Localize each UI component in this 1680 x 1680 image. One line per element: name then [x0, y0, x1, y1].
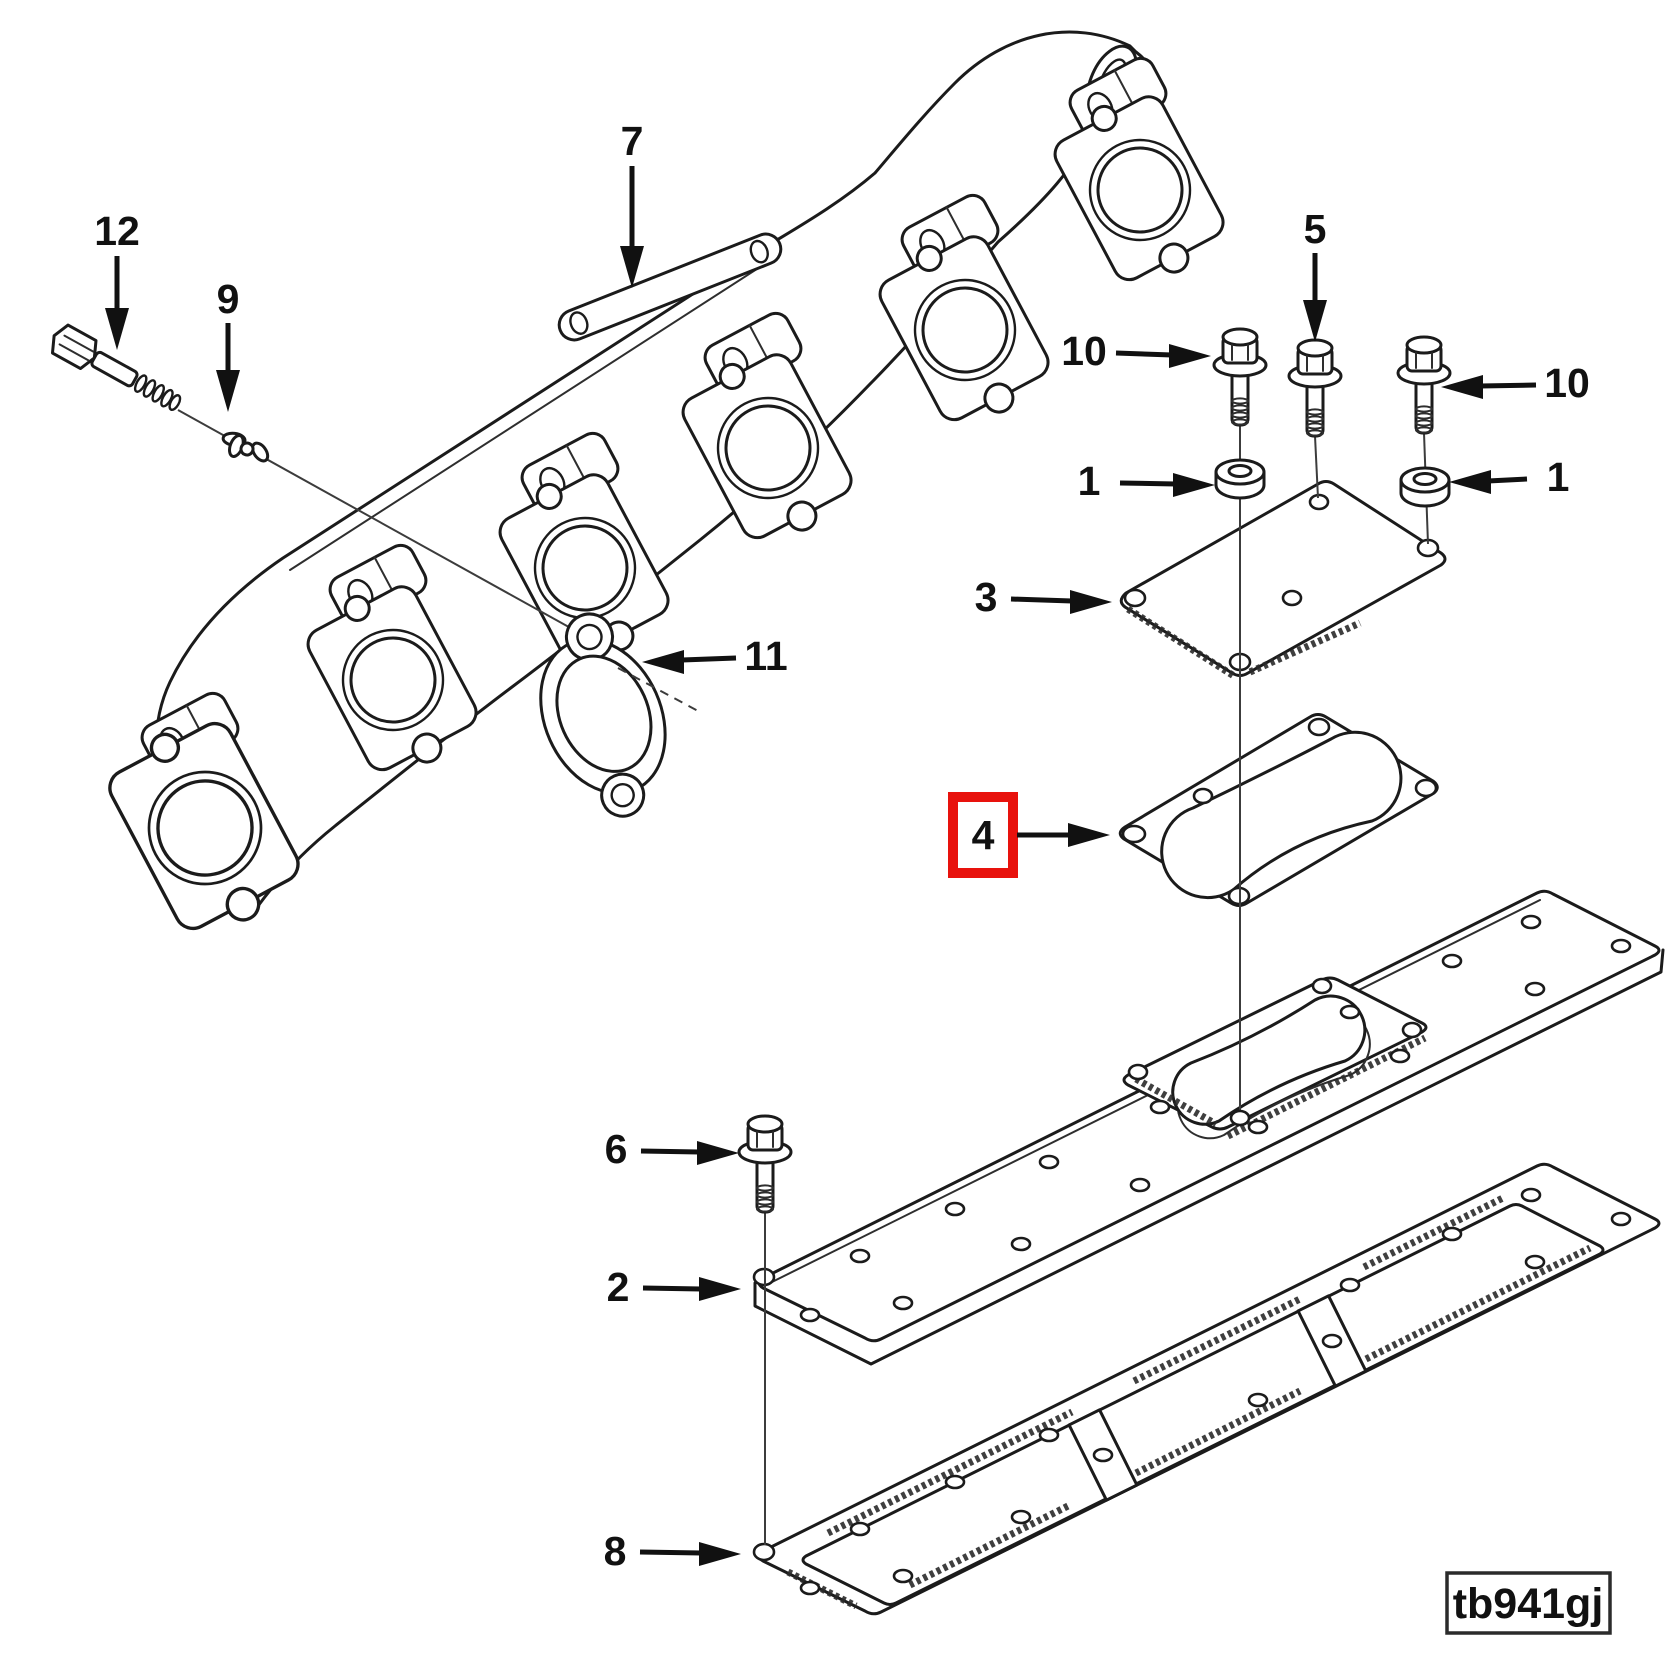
callout-10-left: 10	[1061, 328, 1211, 374]
callout-8: 8	[604, 1528, 741, 1574]
callout-12-label: 12	[94, 208, 140, 254]
callout-11: 11	[642, 633, 788, 679]
assembly-centerlines	[764, 425, 1429, 1545]
callout-5-label: 5	[1304, 206, 1327, 252]
callout-2-label: 2	[607, 1264, 630, 1310]
gasket4-port-cutout	[1160, 730, 1403, 900]
callout-6-label: 6	[605, 1126, 628, 1172]
manifold-body	[154, 30, 1157, 908]
intake-manifold-cover	[752, 889, 1665, 1366]
intake-cover-gasket	[752, 1162, 1661, 1616]
flange-bolt-middle	[1287, 338, 1343, 438]
flange-bolt-cover	[737, 1114, 793, 1214]
spacer-washer-right	[1399, 466, 1451, 508]
callout-4-label: 4	[972, 812, 995, 858]
callout-3-label: 3	[975, 574, 998, 620]
callout-10-right: 10	[1441, 360, 1590, 406]
manifold-strap	[557, 232, 783, 342]
callout-1-left: 1	[1078, 458, 1215, 504]
callout-1-right-label: 1	[1547, 454, 1570, 500]
gasket8-seal-hatch	[786, 1193, 1592, 1610]
centerline-end-hole	[1229, 1109, 1251, 1127]
callout-6: 6	[605, 1126, 739, 1172]
flange-bolt-right	[1396, 335, 1452, 435]
callout-9: 9	[216, 276, 240, 412]
hex-bolt-diagonal	[50, 323, 182, 412]
cover-thickness-edge	[753, 948, 1665, 1366]
callout-7: 7	[620, 118, 644, 288]
retainer-clip	[221, 431, 270, 463]
callout-8-label: 8	[604, 1528, 627, 1574]
plate3-serrated-edge	[1126, 606, 1362, 679]
spacer-washer-left	[1214, 458, 1266, 500]
flange-bolt-left	[1212, 327, 1268, 427]
callout-12: 12	[94, 208, 140, 350]
figure-code-label: tb941gj	[1453, 1580, 1604, 1628]
callout-4-highlight-box	[948, 792, 1018, 878]
connection-gasket	[1118, 713, 1439, 907]
callout-5: 5	[1303, 206, 1327, 342]
callout-10-right-label: 10	[1544, 360, 1590, 406]
callout-1-left-label: 1	[1078, 458, 1101, 504]
callout-1-right: 1	[1449, 454, 1569, 500]
callout-7-label: 7	[621, 118, 644, 164]
callout-9-label: 9	[217, 276, 240, 322]
callout-11-label: 11	[744, 633, 787, 679]
callout-3: 3	[975, 574, 1112, 620]
gasket8-inner-frame	[801, 1203, 1605, 1606]
callout-10-left-label: 10	[1061, 328, 1107, 374]
figure-code-box: tb941gj	[1445, 1571, 1612, 1635]
exhaust-port-gasket	[539, 612, 667, 818]
gasket8-bolt-holes	[752, 1187, 1632, 1596]
callout-2: 2	[607, 1264, 741, 1310]
callout-4-highlighted: 4	[948, 792, 1110, 878]
exhaust-manifold	[95, 30, 1237, 951]
cover-plate	[1119, 480, 1447, 679]
callouts: 7 12 9 10 5 10	[94, 118, 1590, 1574]
